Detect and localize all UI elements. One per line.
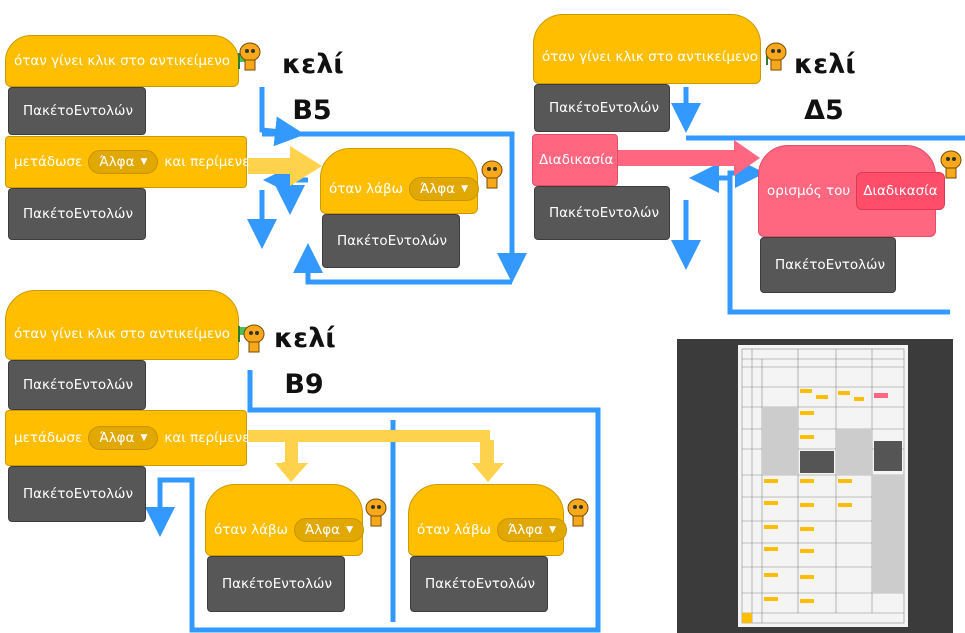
block-label: όταν λάβω [329, 181, 403, 197]
block-label: όταν λάβω [417, 522, 491, 538]
scratch-cat-icon [564, 496, 592, 528]
block-label: ΠακέτοΕντολών [23, 377, 133, 393]
dropdown-value: Άλφα [99, 154, 135, 170]
command-pack-block[interactable]: ΠακέτοΕντολών [410, 556, 548, 612]
broadcast-arrow-b9-left [248, 430, 490, 478]
hat-block-label: όταν γίνει κλικ στο αντικείμενο [542, 49, 759, 65]
broadcast-arrows [248, 146, 504, 482]
block-label: ΠακέτοΕντολών [23, 103, 133, 119]
cell-label-d5: Δ5 [804, 95, 844, 126]
worksheet-grid [741, 348, 905, 624]
command-pack-block[interactable]: ΠακέτοΕντολών [207, 556, 345, 612]
scratch-cat-icon [240, 322, 268, 354]
command-pack-block[interactable]: ΠακέτοΕντολών [322, 214, 460, 268]
dropdown-value: Άλφα [99, 430, 135, 446]
block-label: ΠακέτοΕντολών [549, 100, 659, 116]
block-label: και περίμενε [164, 430, 250, 446]
procedure-name: Διαδικασία [863, 183, 938, 199]
block-label: μετάδωσε [14, 154, 83, 170]
block-label: όταν λάβω [214, 522, 288, 538]
command-pack-block[interactable]: ΠακέτοΕντολών [8, 87, 146, 135]
flow-arrow-d5-loop [727, 158, 950, 315]
hat-block-when-receive[interactable]: όταν λάβω Άλφα ▼ [205, 484, 365, 556]
worksheet-thumbnail [677, 339, 953, 633]
cell-label-word: κελί [794, 49, 856, 80]
hat-block-label: όταν γίνει κλικ στο αντικείμενο [14, 326, 231, 342]
procedure-name-slot[interactable]: Διαδικασία [856, 172, 945, 210]
block-label: και περίμενε [164, 154, 250, 170]
scratch-cat-icon [937, 148, 965, 180]
dropdown-value: Άλφα [419, 181, 456, 197]
caret-down-icon: ▼ [461, 184, 469, 194]
hat-block-label: όταν γίνει κλικ στο αντικείμενο [14, 53, 231, 69]
flow-arrow-b5-right [262, 131, 527, 283]
command-pack-block[interactable]: ΠακέτοΕντολών [534, 84, 670, 132]
message-dropdown[interactable]: Άλφα ▼ [88, 150, 159, 174]
cell-label-word: κελί [282, 49, 344, 80]
broadcast-arrow-b5 [248, 146, 322, 186]
message-dropdown[interactable]: Άλφα ▼ [88, 426, 159, 450]
dropdown-value: Άλφα [507, 522, 544, 538]
flow-arrow-b5-bottom [293, 243, 512, 285]
hat-block-when-receive[interactable]: όταν λάβω Άλφα ▼ [408, 484, 568, 556]
cell-label-b5: B5 [292, 95, 332, 126]
message-dropdown[interactable]: Άλφα ▼ [293, 518, 365, 542]
worksheet-page [738, 345, 908, 627]
command-pack-block[interactable]: ΠακέτοΕντολών [8, 188, 146, 240]
block-label: ΠακέτοΕντολών [549, 205, 659, 221]
cell-label-b9: B9 [284, 369, 324, 400]
block-label: ΠακέτοΕντολών [337, 233, 447, 249]
message-dropdown[interactable]: Άλφα ▼ [408, 177, 480, 201]
scratch-cat-icon [478, 158, 506, 190]
block-label: ΠακέτοΕντολών [425, 576, 535, 592]
hat-block-flag-clicked[interactable]: όταν γίνει κλικ στο αντικείμενο [5, 35, 253, 87]
hat-block-flag-clicked[interactable]: όταν γίνει κλικ στο αντικείμενο [5, 290, 253, 360]
caret-down-icon: ▼ [549, 525, 557, 535]
block-label: ΠακέτοΕντολών [23, 206, 133, 222]
scratch-cat-icon [362, 496, 390, 528]
broadcast-and-wait-block[interactable]: μετάδωσε Άλφα ▼ και περίμενε [5, 410, 250, 466]
block-label: ορισμός του [767, 183, 851, 199]
caret-down-icon: ▼ [140, 157, 148, 167]
block-label: Διαδικασία [539, 152, 614, 168]
block-label: μετάδωσε [14, 430, 83, 446]
cell-label-word: κελί [274, 323, 336, 354]
command-pack-block[interactable]: ΠακέτοΕντολών [8, 360, 146, 410]
scratch-cat-icon [762, 40, 790, 72]
message-dropdown[interactable]: Άλφα ▼ [496, 518, 568, 542]
caret-down-icon: ▼ [346, 525, 354, 535]
define-procedure-block[interactable]: ορισμός του Διαδικασία [758, 145, 945, 237]
dropdown-value: Άλφα [304, 522, 341, 538]
call-arrow-d5 [618, 140, 760, 176]
scratch-cat-icon [236, 40, 264, 72]
broadcast-arrow-b9-right [472, 440, 504, 482]
caret-down-icon: ▼ [140, 433, 148, 443]
hat-block-flag-clicked[interactable]: όταν γίνει κλικ στο αντικείμενο [533, 14, 781, 84]
broadcast-arrow-b9-left-head [275, 440, 308, 482]
procedure-call-block[interactable]: Διαδικασία [532, 134, 618, 186]
hat-block-when-receive[interactable]: όταν λάβω Άλφα ▼ [320, 148, 480, 214]
block-label: ΠακέτοΕντολών [222, 576, 332, 592]
command-pack-block[interactable]: ΠακέτοΕντολών [534, 186, 670, 240]
flow-arrow-b9-loop [145, 370, 601, 633]
command-pack-block[interactable]: ΠακέτοΕντολών [8, 466, 146, 522]
broadcast-and-wait-block[interactable]: μετάδωσε Άλφα ▼ και περίμενε [5, 136, 250, 188]
block-label: ΠακέτοΕντολών [23, 486, 133, 502]
command-pack-block[interactable]: ΠακέτοΕντολών [760, 237, 896, 293]
block-label: ΠακέτοΕντολών [775, 257, 885, 273]
